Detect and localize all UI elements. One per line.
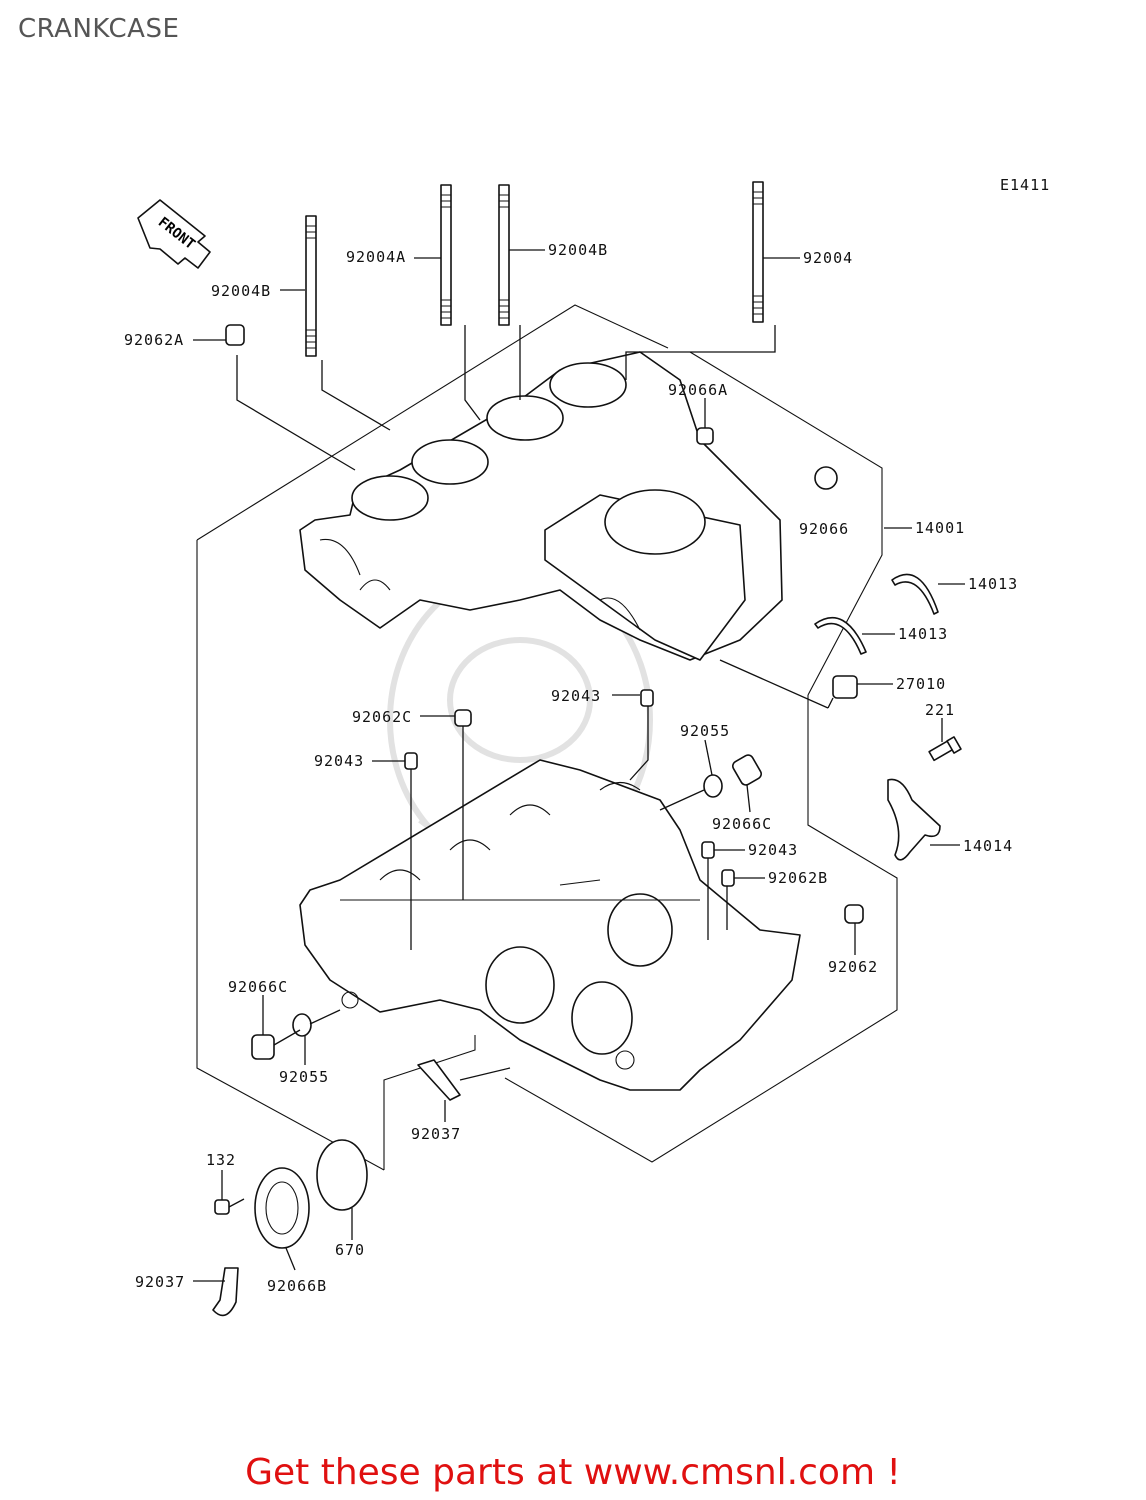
- callout-92066A: 92066A: [668, 381, 728, 399]
- oring-92055-upper: [703, 774, 723, 798]
- oring-92055-left: [292, 1013, 312, 1037]
- crankcase-exploded-diagram: FRONT E1411: [124, 176, 1050, 1317]
- callout-92055-upper: 92055: [680, 722, 730, 740]
- callout-92004B-left: 92004B: [211, 282, 271, 300]
- bearing-14013-upper: [891, 573, 939, 615]
- callout-27010: 27010: [896, 675, 946, 693]
- bearing-14013-lower: [814, 616, 867, 655]
- front-arrow-icon: FRONT: [137, 199, 211, 269]
- callout-92037-low: 92037: [135, 1273, 185, 1291]
- dowel-92043-left: [404, 752, 418, 770]
- callout-92004B-right: 92004B: [548, 241, 608, 259]
- upper-group-outline: [196, 304, 898, 1171]
- callout-92004: 92004: [803, 249, 853, 267]
- callout-92062: 92062: [828, 958, 878, 976]
- stud-92004B-left: [305, 215, 317, 357]
- callout-14014: 14014: [963, 837, 1013, 855]
- callout-92066: 92066: [799, 520, 849, 538]
- page-title: CRANKCASE: [18, 14, 180, 44]
- plug-92066C-right: [732, 754, 762, 786]
- plug-92066A: [696, 427, 714, 445]
- callout-92062C: 92062C: [352, 708, 412, 726]
- plug-92062: [844, 904, 864, 924]
- bolt-221: [928, 736, 962, 762]
- dowel-92043-right: [701, 841, 715, 859]
- callout-92066B: 92066B: [267, 1277, 327, 1295]
- callout-92062B: 92062B: [768, 869, 828, 887]
- plug-92066C-left: [251, 1034, 275, 1060]
- callout-92066C-left: 92066C: [228, 978, 288, 996]
- figure-code: E1411: [1000, 176, 1050, 194]
- bolt-132: [214, 1198, 245, 1215]
- callout-92055-left: 92055: [279, 1068, 329, 1086]
- upper-crankcase: [299, 351, 783, 661]
- stud-92004: [752, 181, 764, 323]
- oring-670: [316, 1139, 368, 1211]
- callout-92004A: 92004A: [346, 248, 406, 266]
- clamp-92037-low: [212, 1267, 239, 1317]
- callout-92043-upper: 92043: [551, 687, 601, 705]
- callout-92062A: 92062A: [124, 331, 184, 349]
- leader-lines: [193, 249, 965, 1282]
- callout-92066C-right: 92066C: [712, 815, 772, 833]
- switch-27010: [827, 675, 858, 709]
- dowel-92062B: [721, 869, 735, 887]
- callout-14001: 14001: [915, 519, 965, 537]
- callout-670: 670: [335, 1241, 365, 1259]
- stud-92004B-right: [498, 184, 510, 326]
- callout-132: 132: [206, 1151, 236, 1169]
- cover-92066B: [254, 1167, 310, 1249]
- callout-92043-right: 92043: [748, 841, 798, 859]
- dowel-92062A: [225, 324, 245, 346]
- dowel-92043-upper: [640, 689, 654, 707]
- promo-footer-link[interactable]: Get these parts at www.cmsnl.com !: [245, 1452, 901, 1493]
- callout-14013-upper: 14013: [968, 575, 1018, 593]
- cap-92066: [814, 466, 838, 490]
- callout-221: 221: [925, 701, 955, 719]
- callout-92043-left: 92043: [314, 752, 364, 770]
- plate-14014: [887, 778, 941, 861]
- dowel-92062C: [454, 709, 472, 727]
- lower-crankcase: [299, 759, 801, 1091]
- callout-14013-lower: 14013: [898, 625, 948, 643]
- stud-92004A: [440, 184, 452, 326]
- clamp-92037-mid: [417, 1059, 461, 1101]
- callout-92037-mid: 92037: [411, 1125, 461, 1143]
